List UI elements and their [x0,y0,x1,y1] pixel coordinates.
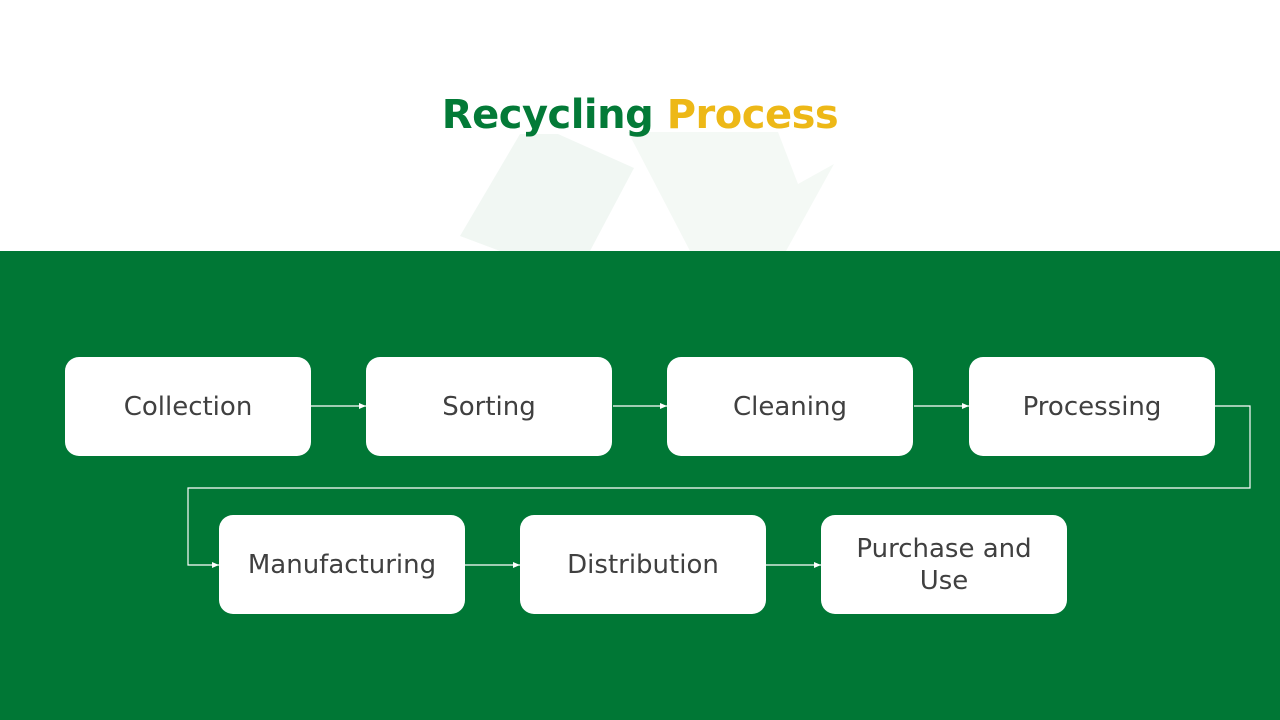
step-label: Processing [1022,391,1162,422]
step-manufacturing: Manufacturing [219,515,465,614]
page-title: Recycling Process [0,90,1280,140]
title-accent: Process [666,92,839,138]
title-primary: Recycling [441,92,654,138]
step-sorting: Sorting [366,357,612,456]
step-cleaning: Cleaning [667,357,913,456]
step-processing: Processing [969,357,1215,456]
process-band [0,251,1280,720]
step-purchase-and-use: Purchase and Use [821,515,1067,614]
step-distribution: Distribution [520,515,766,614]
recycle-arrows-icon [460,132,834,251]
step-label: Cleaning [733,391,847,422]
step-label: Collection [123,391,253,422]
step-label: Sorting [442,391,536,422]
step-collection: Collection [65,357,311,456]
step-label: Distribution [567,549,719,580]
step-label: Purchase and Use [856,533,1032,596]
step-label: Manufacturing [247,549,437,580]
header-area: Recycling Process [0,0,1280,251]
